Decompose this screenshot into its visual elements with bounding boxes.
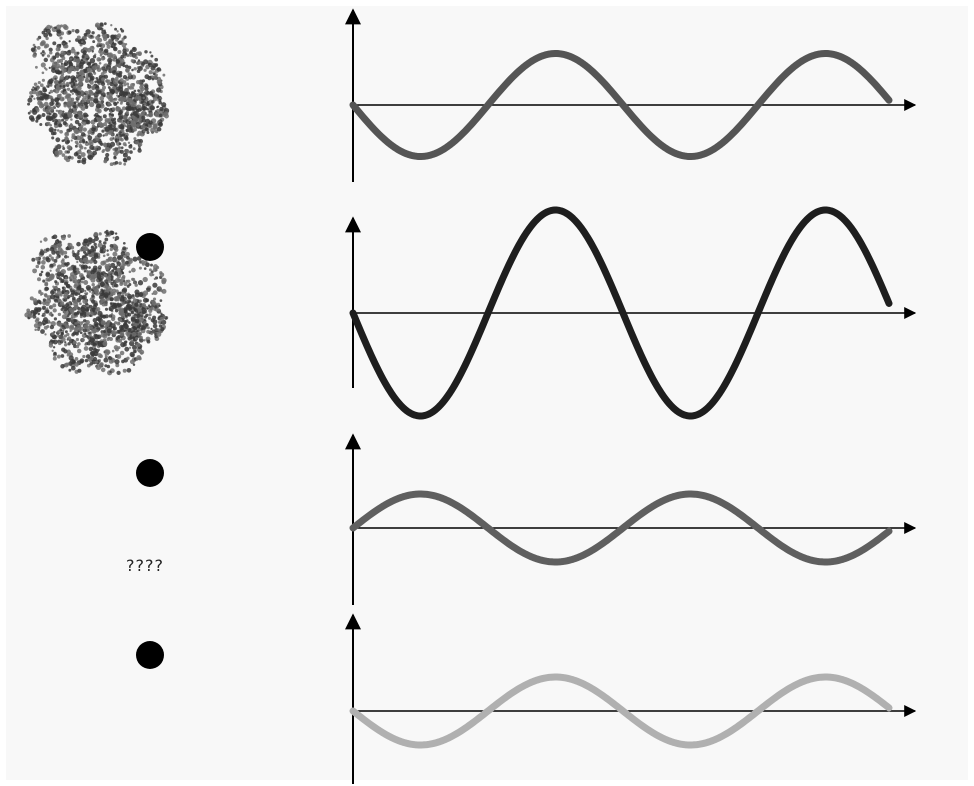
ligand-ball-icon (136, 641, 164, 669)
signal-wave (349, 206, 893, 420)
row-ball-unknown (345, 613, 917, 784)
row-protein (345, 8, 917, 182)
unknown-label: ???? (126, 556, 164, 575)
ligand-ball-icon (136, 459, 164, 487)
ligand-ball-icon (136, 233, 164, 261)
row-ball (345, 433, 917, 605)
signal-wave (349, 490, 893, 566)
protein-structure-icon (27, 22, 170, 167)
signal-wave (349, 50, 893, 160)
signal-wave (349, 673, 893, 749)
row-protein-ball (345, 206, 917, 420)
protein-structure-icon (24, 229, 169, 376)
diagram-background (6, 6, 968, 780)
